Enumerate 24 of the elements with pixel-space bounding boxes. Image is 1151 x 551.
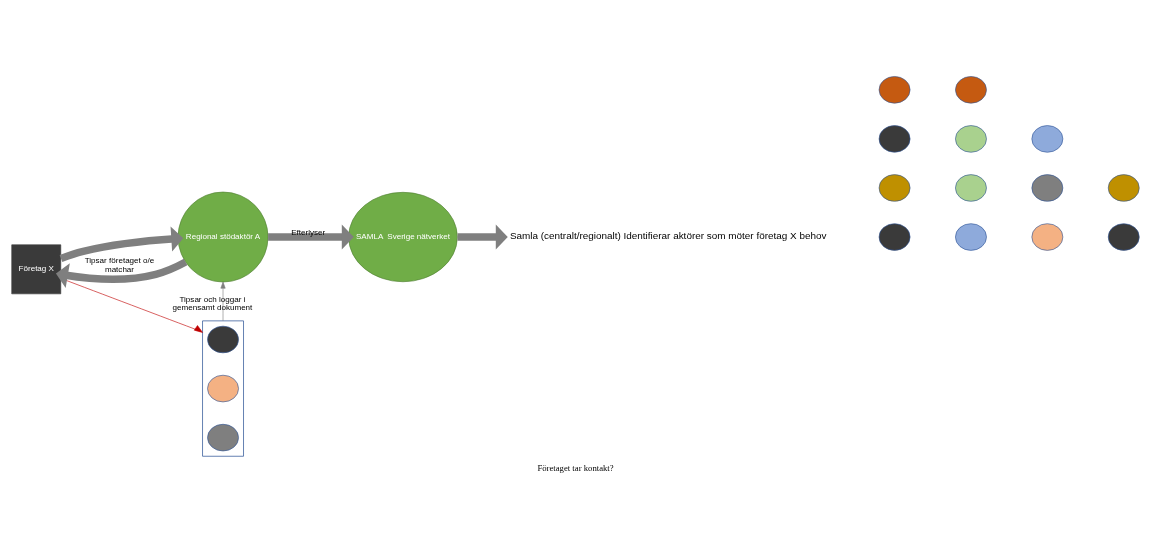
node-circle — [878, 124, 911, 153]
node-circle — [207, 325, 239, 353]
node-circle — [1031, 124, 1064, 153]
node-circle — [955, 222, 987, 251]
node-text: Samla (centralt/regionalt) Identifierar aktörer som möter företag X behov — [509, 229, 827, 241]
node-circle — [878, 75, 911, 103]
node-circle — [207, 423, 239, 451]
cluster — [202, 320, 244, 457]
node-circle — [1107, 222, 1140, 251]
node-circle — [955, 75, 987, 103]
node-circle — [878, 173, 911, 202]
node-circle — [878, 222, 911, 251]
arrow — [59, 225, 184, 262]
node-circle — [955, 124, 987, 153]
arrow — [220, 281, 226, 321]
arrow — [457, 223, 508, 250]
node-circle — [1031, 222, 1064, 251]
arrow — [55, 258, 188, 288]
arrow — [268, 223, 354, 250]
node-circle — [1107, 173, 1140, 202]
caption: Företaget tar kontakt? — [537, 462, 614, 473]
node-circle — [955, 173, 987, 202]
node-circle — [1031, 173, 1064, 202]
node-circle — [207, 374, 239, 402]
